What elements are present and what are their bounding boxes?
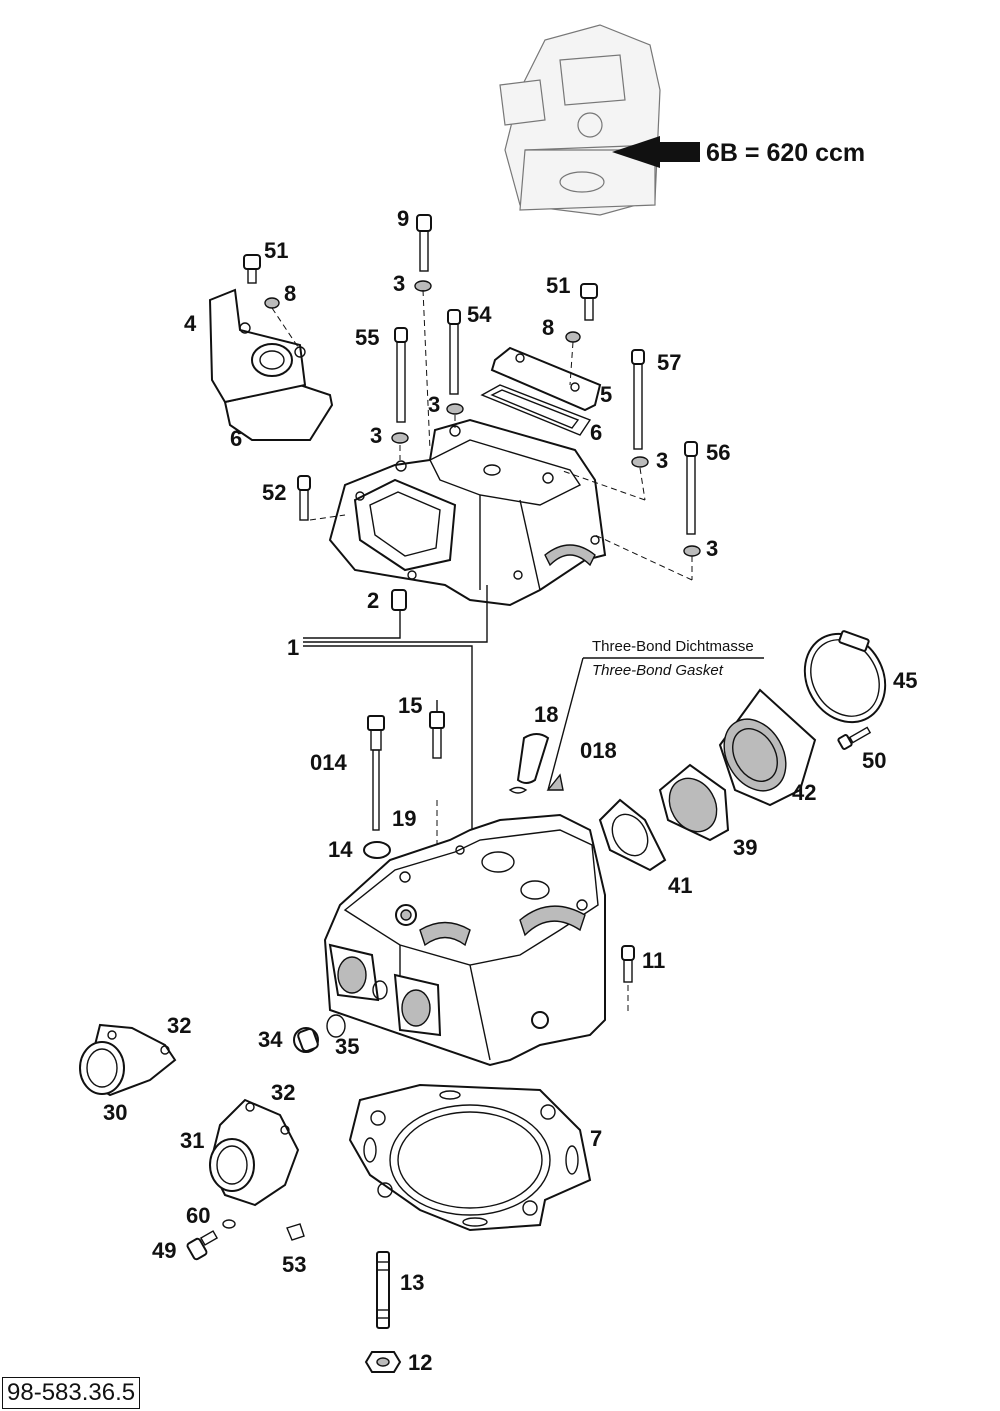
annotation-line-2: Three-Bond Gasket [592, 662, 724, 679]
callout-19: 19 [392, 806, 416, 831]
leader-lines [303, 585, 764, 840]
seal-ring-35 [326, 1014, 346, 1038]
callout-57: 57 [657, 350, 681, 375]
callout-7: 7 [590, 1126, 602, 1151]
callout-9: 9 [397, 206, 409, 231]
bolt-014 [367, 715, 385, 831]
callout-8: 8 [284, 281, 296, 306]
callout-018: 018 [580, 738, 617, 763]
callout-11: 11 [642, 948, 665, 973]
bolt-57 [631, 349, 645, 450]
callout-15: 15 [398, 693, 422, 718]
callout-52: 52 [262, 480, 286, 505]
callout-6: 6 [590, 420, 602, 445]
clamp-45 [803, 630, 887, 724]
spacer-39 [658, 763, 730, 842]
callout-30: 30 [103, 1100, 127, 1125]
callout-13: 13 [400, 1270, 424, 1295]
clip-53 [286, 1223, 305, 1241]
thermostat-housing [208, 288, 334, 441]
callout-56: 56 [706, 440, 730, 465]
exhaust-flange-31 [208, 1098, 300, 1207]
callout-51: 51 [546, 273, 570, 298]
callout-18: 18 [534, 702, 558, 727]
gasket-41 [598, 798, 667, 872]
sensor-15 [429, 700, 445, 759]
callout-4: 4 [184, 311, 197, 336]
callout-3: 3 [370, 423, 382, 448]
callout-35: 35 [335, 1034, 359, 1059]
callout-50: 50 [862, 748, 886, 773]
bolt-9 [416, 214, 432, 272]
bolt-51-right [580, 283, 598, 321]
callout-45: 45 [893, 668, 917, 693]
callout-2: 2 [367, 588, 379, 613]
reference-code: 98-583.36.5 [2, 1377, 141, 1409]
hose-18 [516, 733, 550, 784]
callout-60: 60 [186, 1203, 210, 1228]
intake-manifold-42 [718, 688, 817, 807]
washer-3-56 [683, 545, 701, 557]
washer-8-left [264, 297, 280, 309]
callout-34: 34 [258, 1027, 283, 1052]
bolt-54 [447, 309, 461, 395]
callout-32: 32 [167, 1013, 191, 1038]
bolt-55 [394, 327, 408, 423]
cylinder-head [323, 813, 606, 1067]
callout-53: 53 [282, 1252, 306, 1277]
bolt-52 [297, 475, 311, 521]
callout-49: 49 [152, 1238, 176, 1263]
callout-12: 12 [408, 1350, 432, 1375]
callout-14: 14 [328, 837, 353, 862]
dowel-2 [391, 589, 407, 611]
bolt-56 [684, 441, 698, 535]
plug-018 [546, 773, 564, 791]
annotation-line-1: Three-Bond Dichtmasse [592, 638, 754, 655]
callout-31: 31 [180, 1128, 204, 1153]
callout-54: 54 [467, 302, 492, 327]
nut-12 [364, 1351, 402, 1373]
variant-note: 6B = 620 ccm [706, 139, 865, 167]
cylinder-head-cover [328, 418, 607, 607]
engine-thumbnail [499, 24, 661, 216]
stud-13 [376, 1251, 390, 1329]
callout-55: 55 [355, 325, 379, 350]
oring-018-small [508, 786, 528, 794]
washer-3-54 [446, 403, 464, 415]
callout-39: 39 [733, 835, 757, 860]
callout-3: 3 [393, 271, 405, 296]
variant-arrow [612, 136, 700, 168]
callout-1: 1 [287, 635, 299, 660]
bolt-51-left [243, 254, 261, 284]
callout-51: 51 [264, 238, 288, 263]
assembly-lines [271, 289, 693, 1015]
callout-3: 3 [428, 392, 440, 417]
callout-42: 42 [792, 780, 816, 805]
gasket-6-right [480, 384, 592, 436]
callout-5: 5 [600, 382, 612, 407]
exhaust-flange-30 [79, 1023, 177, 1097]
washer-60 [222, 1219, 236, 1229]
bolt-11 [621, 945, 635, 983]
bolt-49 [186, 1230, 219, 1261]
callout-3: 3 [706, 536, 718, 561]
callout-6: 6 [230, 426, 242, 451]
callout-3: 3 [656, 448, 668, 473]
washer-3-57 [631, 456, 649, 468]
washer-3-top [414, 280, 432, 292]
callout-41: 41 [668, 873, 692, 898]
callout-32: 32 [271, 1080, 295, 1105]
washer-3-55 [391, 432, 409, 444]
cover-plate-5 [490, 346, 602, 412]
head-gasket-7 [348, 1083, 592, 1232]
callout-014: 014 [310, 750, 347, 775]
washer-8-right [565, 331, 581, 343]
washer-14 [363, 841, 391, 859]
plug-34 [293, 1027, 319, 1053]
callout-8: 8 [542, 315, 554, 340]
bolt-50 [837, 726, 872, 750]
